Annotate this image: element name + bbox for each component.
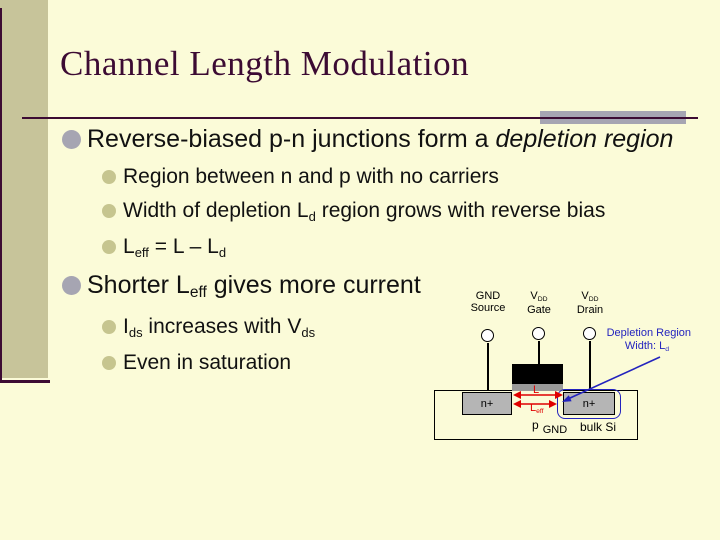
gate-wire <box>538 341 540 364</box>
source-pin-circle <box>481 329 494 342</box>
bulk-si-label: bulk Si <box>580 420 617 434</box>
bullet-text: Width of depletion Ld region grows with … <box>123 199 606 224</box>
bullet-text: Leff = L – Ld <box>123 235 227 260</box>
bullet-icon <box>102 240 116 254</box>
bullet-item: Shorter Leff gives more current <box>62 270 706 304</box>
bullet-item: Even in saturation <box>102 350 706 376</box>
drain-wire <box>589 341 591 391</box>
effective-length-arrow <box>513 400 557 408</box>
bullet-text: Region between n and p with no carriers <box>123 165 499 188</box>
sidebar-underline <box>0 380 50 383</box>
terminal-label-drain: VDD Drain <box>576 290 604 316</box>
bullet-item: Reverse-biased p-n junctions form a depl… <box>62 124 706 154</box>
bullet-icon <box>102 204 116 218</box>
diagram-arrows <box>513 356 661 408</box>
bullet-item: Ids increases with Vds <box>102 314 706 342</box>
bullet-icon <box>102 170 116 184</box>
bullet-text: Shorter Leff gives more current <box>87 271 421 302</box>
bullet-icon <box>102 320 116 334</box>
bullet-text: Even in saturation <box>123 351 292 374</box>
gate-pin-circle <box>532 327 545 340</box>
gate-electrode <box>512 364 563 384</box>
channel-length-arrow <box>513 391 563 399</box>
mosfet-diagram: GND Source VDD Gate VDD Drain n+ n+ Depl… <box>430 288 700 448</box>
source-wire <box>487 343 489 391</box>
bullet-icon <box>102 356 116 370</box>
bullet-icon <box>62 130 81 149</box>
bullet-text: Reverse-biased p-n junctions form a depl… <box>87 125 674 153</box>
drain-nplus-region: n+ <box>563 392 615 415</box>
bullet-text: Ids increases with Vds <box>123 315 316 340</box>
bullet-item: Region between n and p with no carriers <box>102 164 706 190</box>
page-title: Channel Length Modulation <box>60 44 470 83</box>
bullet-list: Reverse-biased p-n junctions form a depl… <box>62 124 706 384</box>
title-rule <box>22 117 698 119</box>
sidebar-bar <box>0 0 48 378</box>
channel-length-label: L <box>533 384 540 396</box>
bullet-icon <box>62 276 81 295</box>
source-nplus-region: n+ <box>462 392 512 415</box>
bullet-item: Leff = L – Ld <box>102 234 706 262</box>
sidebar-edge-line <box>0 8 2 382</box>
terminal-label-gate: VDD Gate <box>527 290 551 316</box>
terminal-label-source: GND Source <box>470 290 506 314</box>
gate-oxide <box>512 384 563 391</box>
depletion-region-label: Depletion Region Width: Ld <box>606 327 691 353</box>
depletion-pointer-arrow <box>562 356 661 402</box>
effective-length-label: Leff <box>530 402 544 415</box>
bullet-item: Width of depletion Ld region grows with … <box>102 198 706 226</box>
drain-pin-circle <box>583 327 596 340</box>
